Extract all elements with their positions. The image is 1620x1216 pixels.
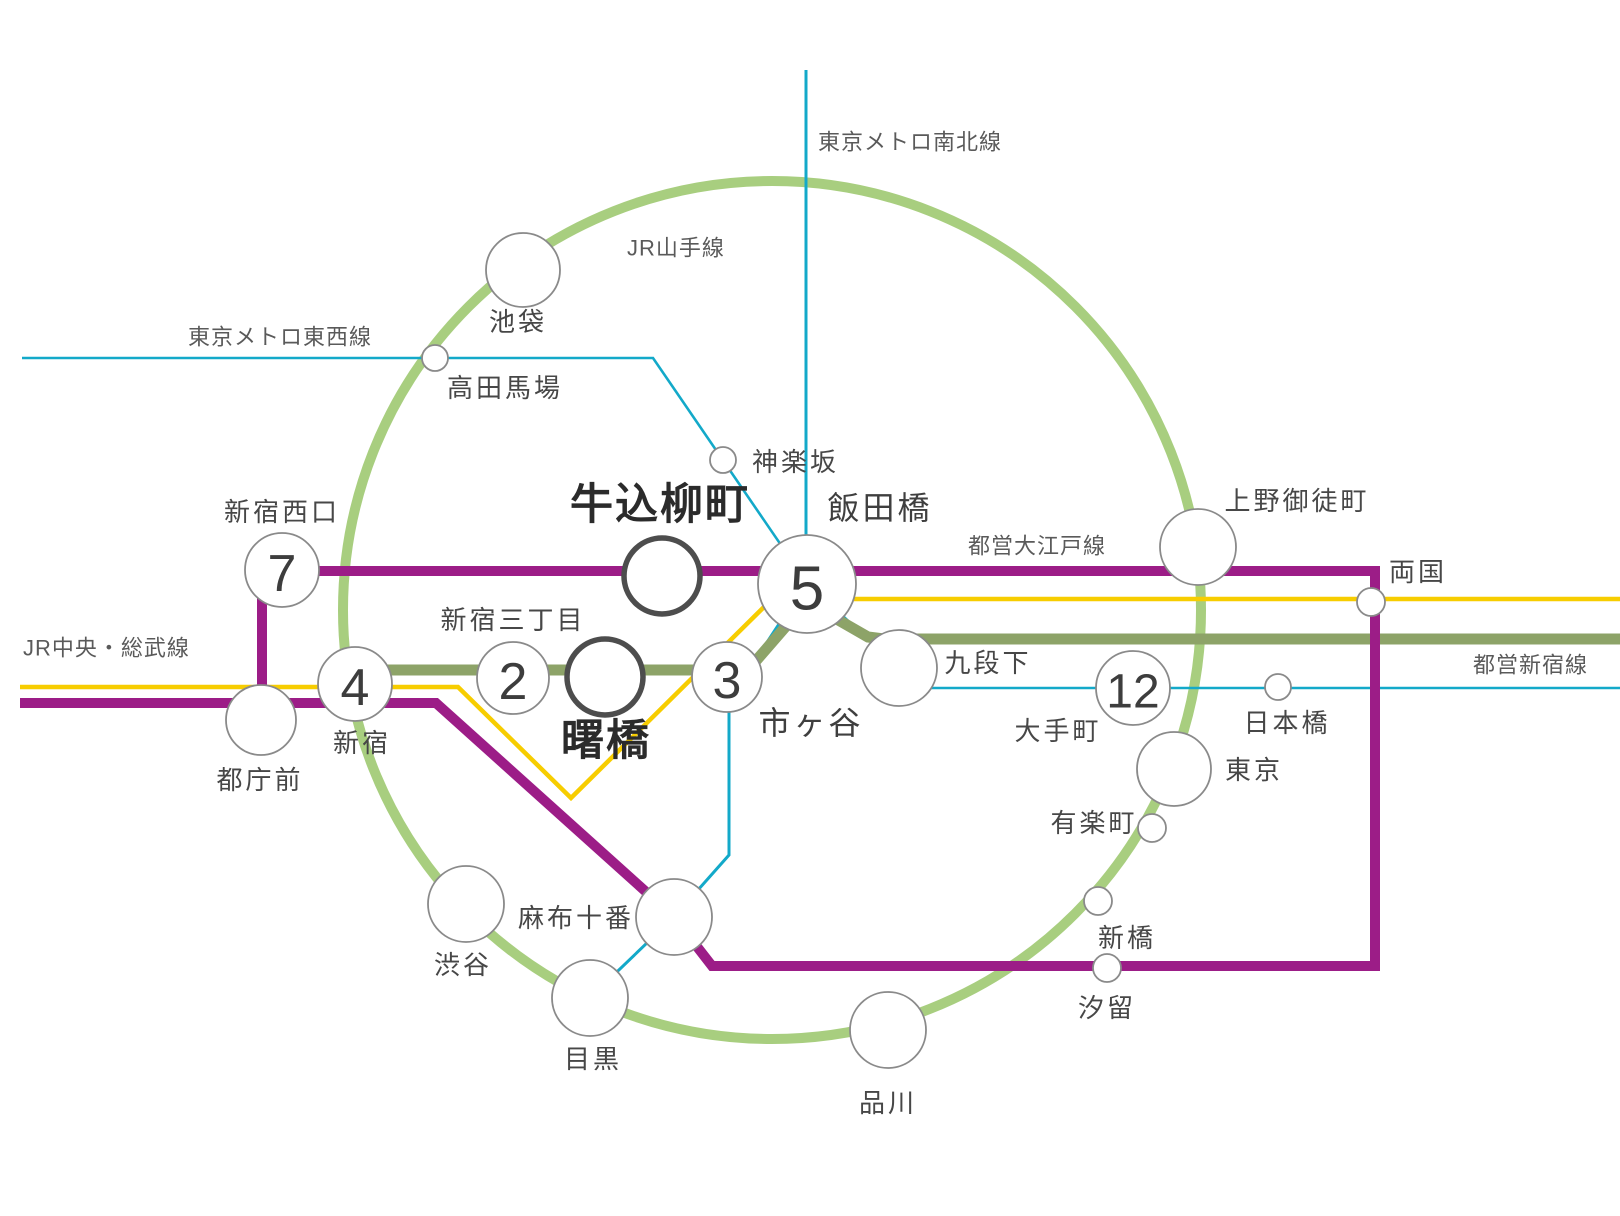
oedo-line bbox=[20, 566, 1380, 971]
chuo-sobu-line bbox=[20, 596, 1620, 802]
station-tokyo-circle bbox=[1136, 731, 1212, 807]
station-ikebukuro-circle bbox=[485, 232, 561, 308]
station-yurakucho-label: 有楽町 bbox=[1050, 808, 1137, 838]
station-shinjuku-sanchome-label: 新宿三丁目 bbox=[440, 605, 585, 635]
minutes-otemachi: 12 bbox=[1106, 666, 1159, 719]
station-takadanobaba-label: 高田馬場 bbox=[447, 373, 563, 403]
station-azabu-juban-label: 麻布十番 bbox=[518, 903, 634, 933]
station-shinjuku-nishiguchi-circle bbox=[244, 532, 320, 608]
oedo-line-label: 都営大江戸線 bbox=[968, 534, 1106, 559]
station-shiodome-label: 汐留 bbox=[1078, 993, 1136, 1023]
station-akebonobashi-label: 曙橋 bbox=[561, 717, 651, 765]
station-shinjuku-circle bbox=[317, 646, 393, 722]
station-kudanshita-label: 九段下 bbox=[944, 648, 1031, 678]
station-azabu-juban-circle bbox=[635, 878, 713, 956]
station-shimbashi-circle bbox=[1083, 886, 1113, 916]
station-nihombashi-circle bbox=[1264, 673, 1292, 701]
station-meguro-circle bbox=[551, 959, 629, 1037]
tozai-line-label: 東京メトロ東西線 bbox=[188, 325, 372, 350]
toei-shinjuku-line-label: 都営新宿線 bbox=[1473, 653, 1588, 678]
station-ichigaya-circle bbox=[691, 641, 763, 713]
station-kagurazaka-label: 神楽坂 bbox=[752, 447, 839, 477]
station-iidabashi-circle bbox=[757, 534, 857, 634]
station-shinjuku-sanchome-circle bbox=[476, 641, 550, 715]
station-tochomae-circle bbox=[225, 684, 297, 756]
station-kudanshita-circle bbox=[860, 629, 938, 707]
minutes-iidabashi: 5 bbox=[790, 555, 824, 624]
yamanote-line bbox=[338, 176, 1206, 1044]
station-shinagawa-circle bbox=[849, 991, 927, 1069]
station-kagurazaka-circle bbox=[709, 446, 737, 474]
station-otemachi-label: 大手町 bbox=[1014, 716, 1101, 746]
station-ryogoku-circle bbox=[1356, 587, 1386, 617]
station-tokyo-label: 東京 bbox=[1225, 755, 1283, 785]
station-shinagawa-label: 品川 bbox=[859, 1088, 917, 1118]
station-shibuya-label: 渋谷 bbox=[434, 950, 492, 980]
station-otemachi-circle bbox=[1095, 650, 1171, 726]
station-ushigome-yanagicho-label: 牛込柳町 bbox=[570, 481, 750, 529]
station-akebonobashi-circle bbox=[564, 636, 646, 718]
station-shiodome-circle bbox=[1092, 953, 1122, 983]
station-ichigaya-label: 市ヶ谷 bbox=[758, 705, 863, 741]
namboku-line-label: 東京メトロ南北線 bbox=[818, 130, 1002, 155]
station-ikebukuro-label: 池袋 bbox=[489, 307, 547, 337]
station-yurakucho-circle bbox=[1137, 813, 1167, 843]
chuo-sobu-line-label: JR中央・総武線 bbox=[23, 636, 190, 661]
station-shinjuku-nishiguchi-label: 新宿西口 bbox=[224, 497, 340, 527]
minutes-shinjuku: 4 bbox=[341, 659, 370, 717]
station-nihombashi-label: 日本橋 bbox=[1243, 708, 1330, 738]
yamanote-line-label: JR山手線 bbox=[627, 236, 725, 261]
minutes-ichigaya: 3 bbox=[713, 652, 742, 710]
station-ueno-okachimachi-label: 上野御徒町 bbox=[1224, 486, 1369, 516]
station-shimbashi-label: 新橋 bbox=[1098, 923, 1156, 953]
station-ushigome-yanagicho-circle bbox=[621, 535, 703, 617]
minutes-shinjuku-sanchome: 2 bbox=[499, 653, 528, 711]
station-takadanobaba-circle bbox=[421, 344, 449, 372]
station-tochomae-label: 都庁前 bbox=[216, 765, 303, 795]
station-ueno-okachimachi-circle bbox=[1159, 508, 1237, 586]
station-iidabashi-label: 飯田橋 bbox=[827, 490, 932, 526]
station-meguro-label: 目黒 bbox=[564, 1044, 622, 1074]
station-shinjuku-label: 新宿 bbox=[333, 728, 391, 758]
station-shibuya-circle bbox=[427, 865, 505, 943]
station-ryogoku-label: 両国 bbox=[1389, 557, 1447, 587]
minutes-shinjuku-nishiguchi: 7 bbox=[268, 545, 297, 603]
